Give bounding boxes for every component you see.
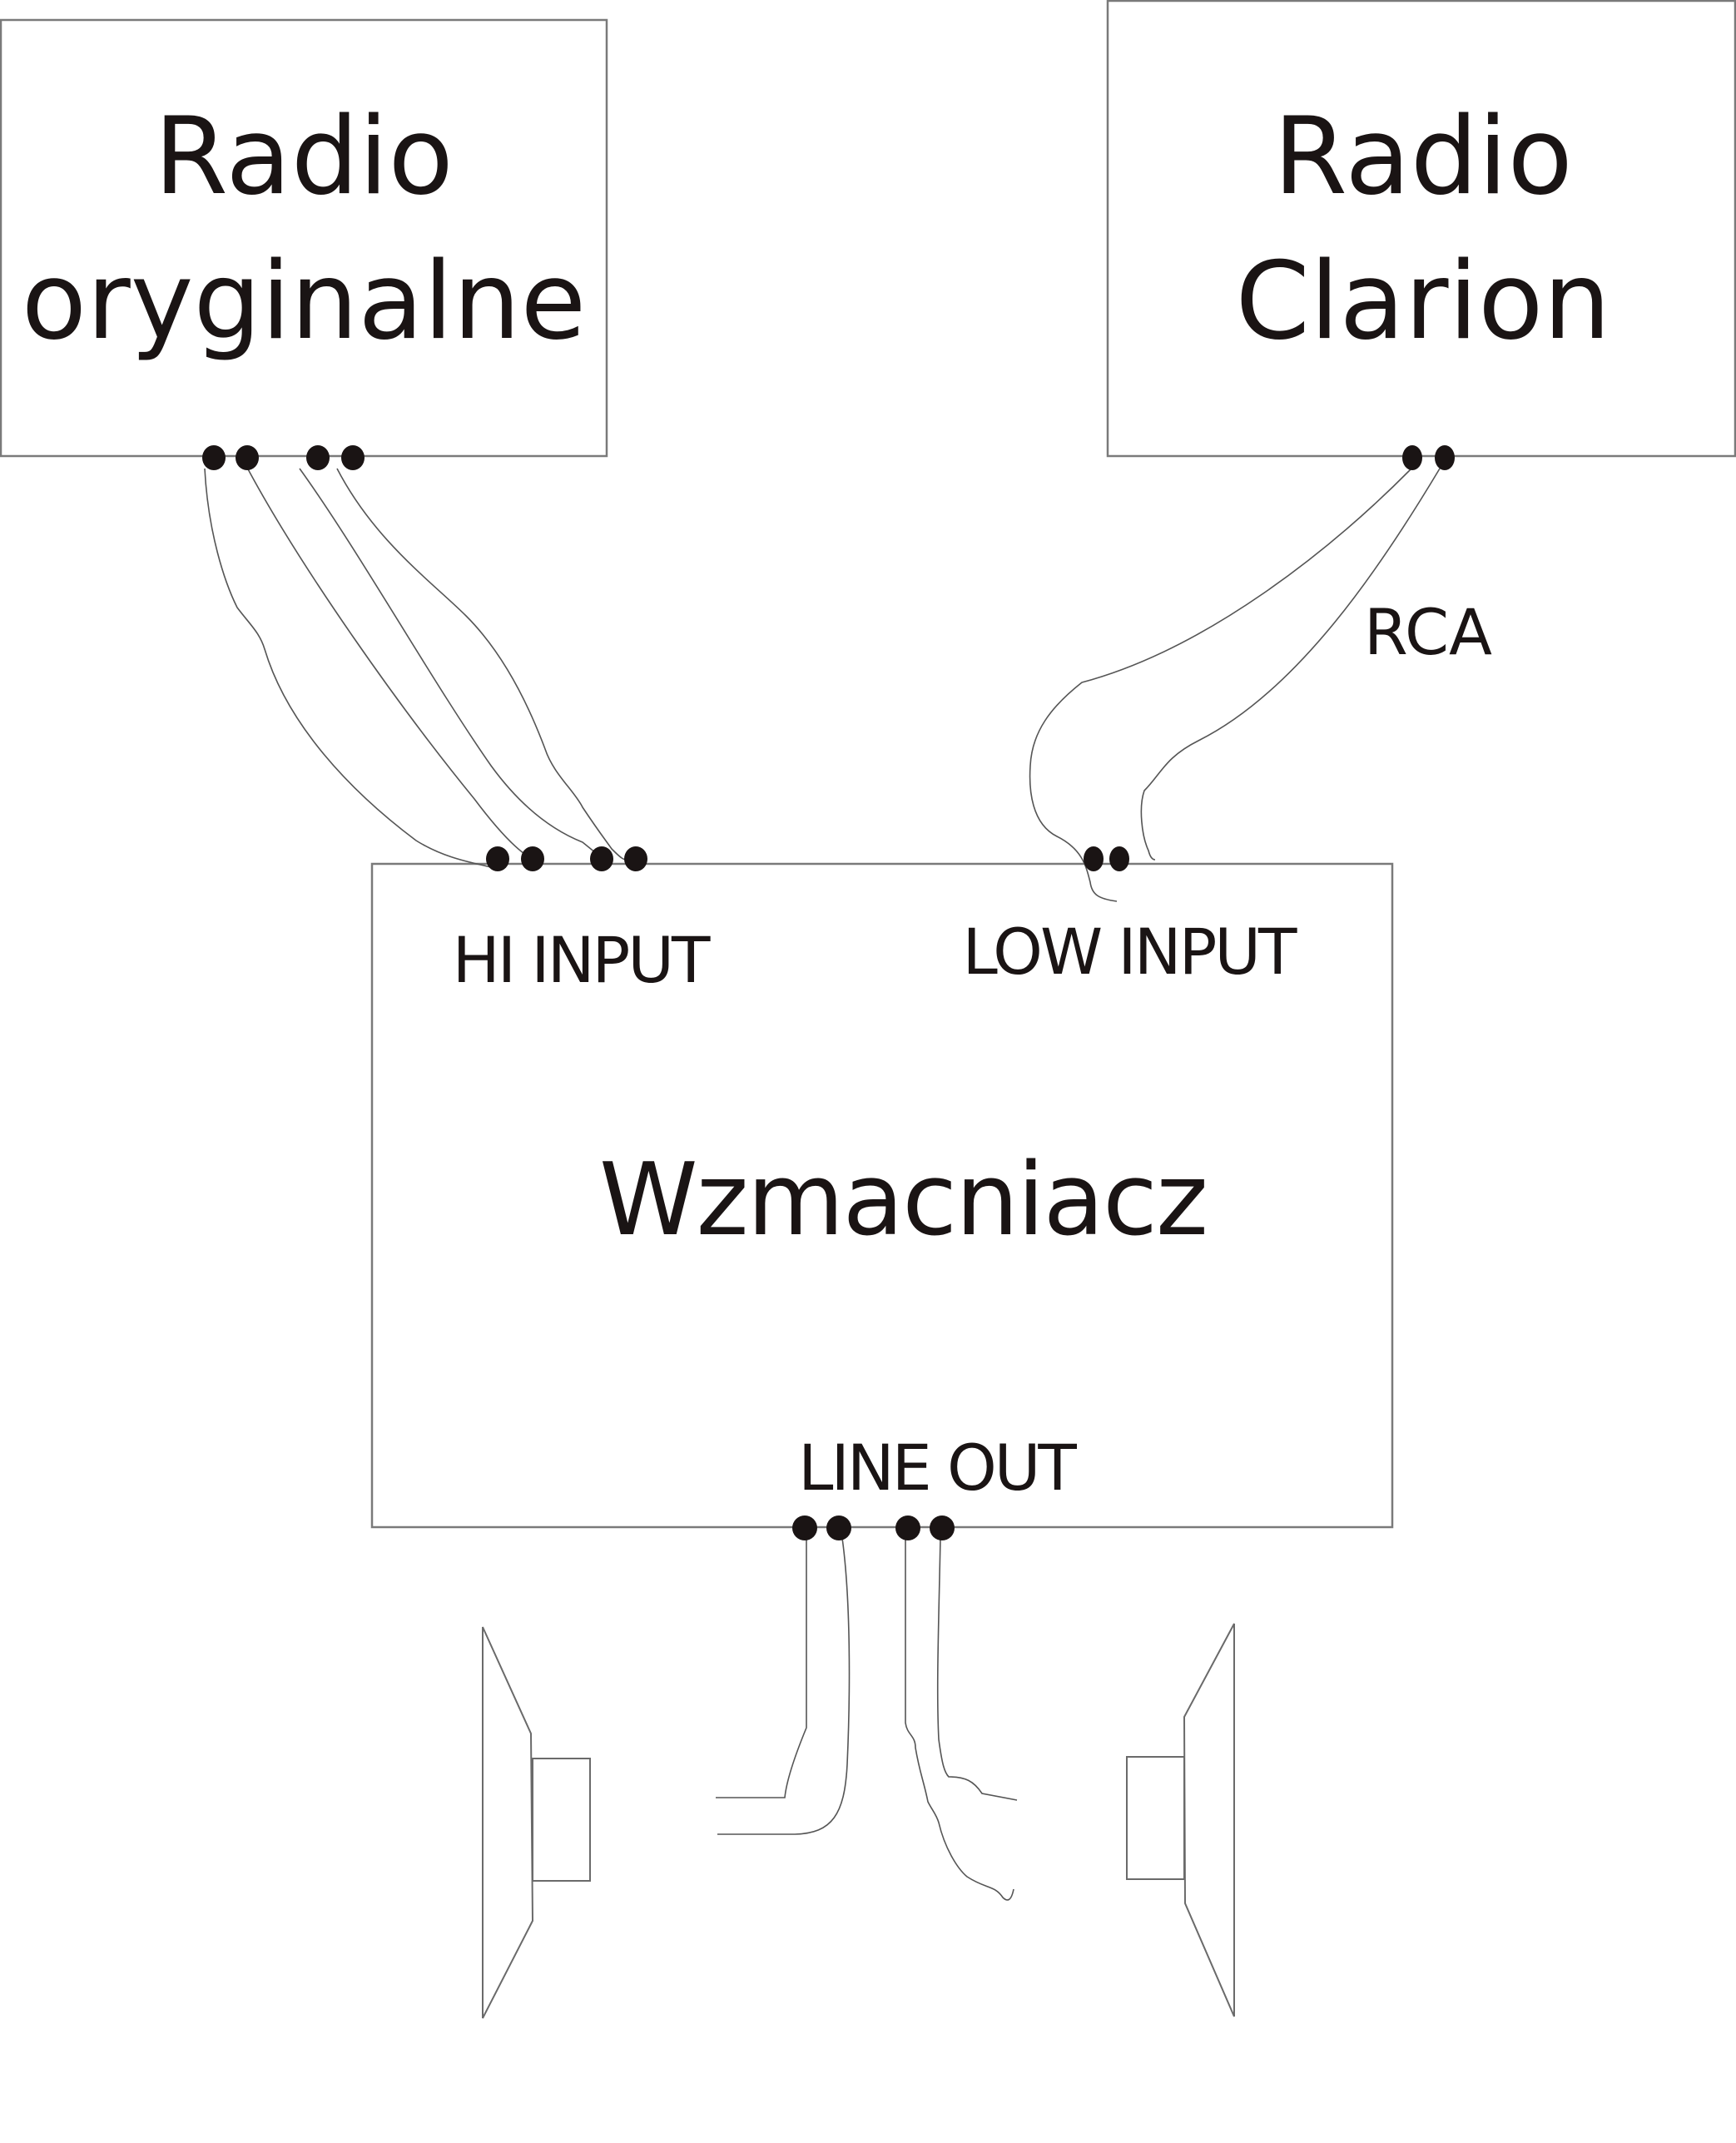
line-out-connector-3 xyxy=(895,1515,920,1540)
rca-cable-label: RCA xyxy=(1364,595,1492,669)
radio-original-connector-3 xyxy=(306,445,330,470)
radio-original-connector-4 xyxy=(341,445,365,470)
radio-clarion-box xyxy=(1106,0,1736,458)
amplifier-label: Wzmacniacz xyxy=(599,1143,1207,1258)
hi-input-wires xyxy=(204,465,631,870)
radio-original-box xyxy=(0,18,608,458)
hi-input-connector-2 xyxy=(521,846,544,871)
low-input-label: LOW INPUT xyxy=(963,915,1297,989)
hi-wire-3 xyxy=(299,468,607,862)
radio-clarion-label-line2: Clarion xyxy=(1236,240,1611,364)
left-speaker-magnet xyxy=(532,1758,591,1882)
radio-clarion-connector-1 xyxy=(1402,445,1422,470)
radio-clarion-unit: Radio Clarion xyxy=(1106,0,1736,458)
radio-original-label-line2: oryginalne xyxy=(22,240,587,364)
right-speaker-magnet xyxy=(1126,1756,1185,1880)
radio-original-label-line1: Radio xyxy=(154,95,454,219)
radio-clarion-label-line1: Radio xyxy=(1273,95,1573,219)
hi-input-label: HI INPUT xyxy=(453,923,711,997)
low-input-connector-1 xyxy=(1084,846,1104,871)
line-out-label: LINE OUT xyxy=(798,1431,1077,1505)
radio-original-unit: Radio oryginalne xyxy=(0,18,608,458)
amplifier-unit: HI INPUT LOW INPUT Wzmacniacz LINE OUT xyxy=(370,862,1394,1529)
rca-wire-2 xyxy=(1140,468,1441,861)
out-wire-2b xyxy=(717,1537,851,1835)
radio-clarion-connector-2 xyxy=(1435,445,1455,470)
radio-original-connector-1 xyxy=(202,445,226,470)
radio-original-connector-2 xyxy=(236,445,259,470)
rca-wires xyxy=(1029,468,1441,902)
line-out-wires xyxy=(716,1537,1018,1901)
low-input-connector-2 xyxy=(1109,846,1129,871)
out-wire-1 xyxy=(716,1538,807,1798)
amplifier-box xyxy=(370,862,1394,1529)
right-speaker xyxy=(1126,1623,1235,2017)
out-wire-3 xyxy=(905,1538,1014,1901)
hi-wire-2 xyxy=(246,465,530,858)
line-out-connector-1 xyxy=(792,1515,817,1540)
line-out-connector-2 xyxy=(826,1515,851,1540)
line-out-connector-4 xyxy=(930,1515,955,1540)
rca-wire-1 xyxy=(1029,468,1412,902)
out-wire-4 xyxy=(936,1537,1018,1801)
connectors xyxy=(202,445,1455,1540)
left-speaker xyxy=(482,1626,591,2019)
hi-input-connector-3 xyxy=(590,846,613,871)
hi-input-connector-1 xyxy=(486,846,509,871)
hi-wire-4 xyxy=(336,468,631,861)
hi-input-connector-4 xyxy=(624,846,647,871)
right-speaker-cone xyxy=(1183,1623,1235,2017)
hi-wire-1 xyxy=(204,468,497,870)
left-speaker-cone xyxy=(482,1626,534,2019)
